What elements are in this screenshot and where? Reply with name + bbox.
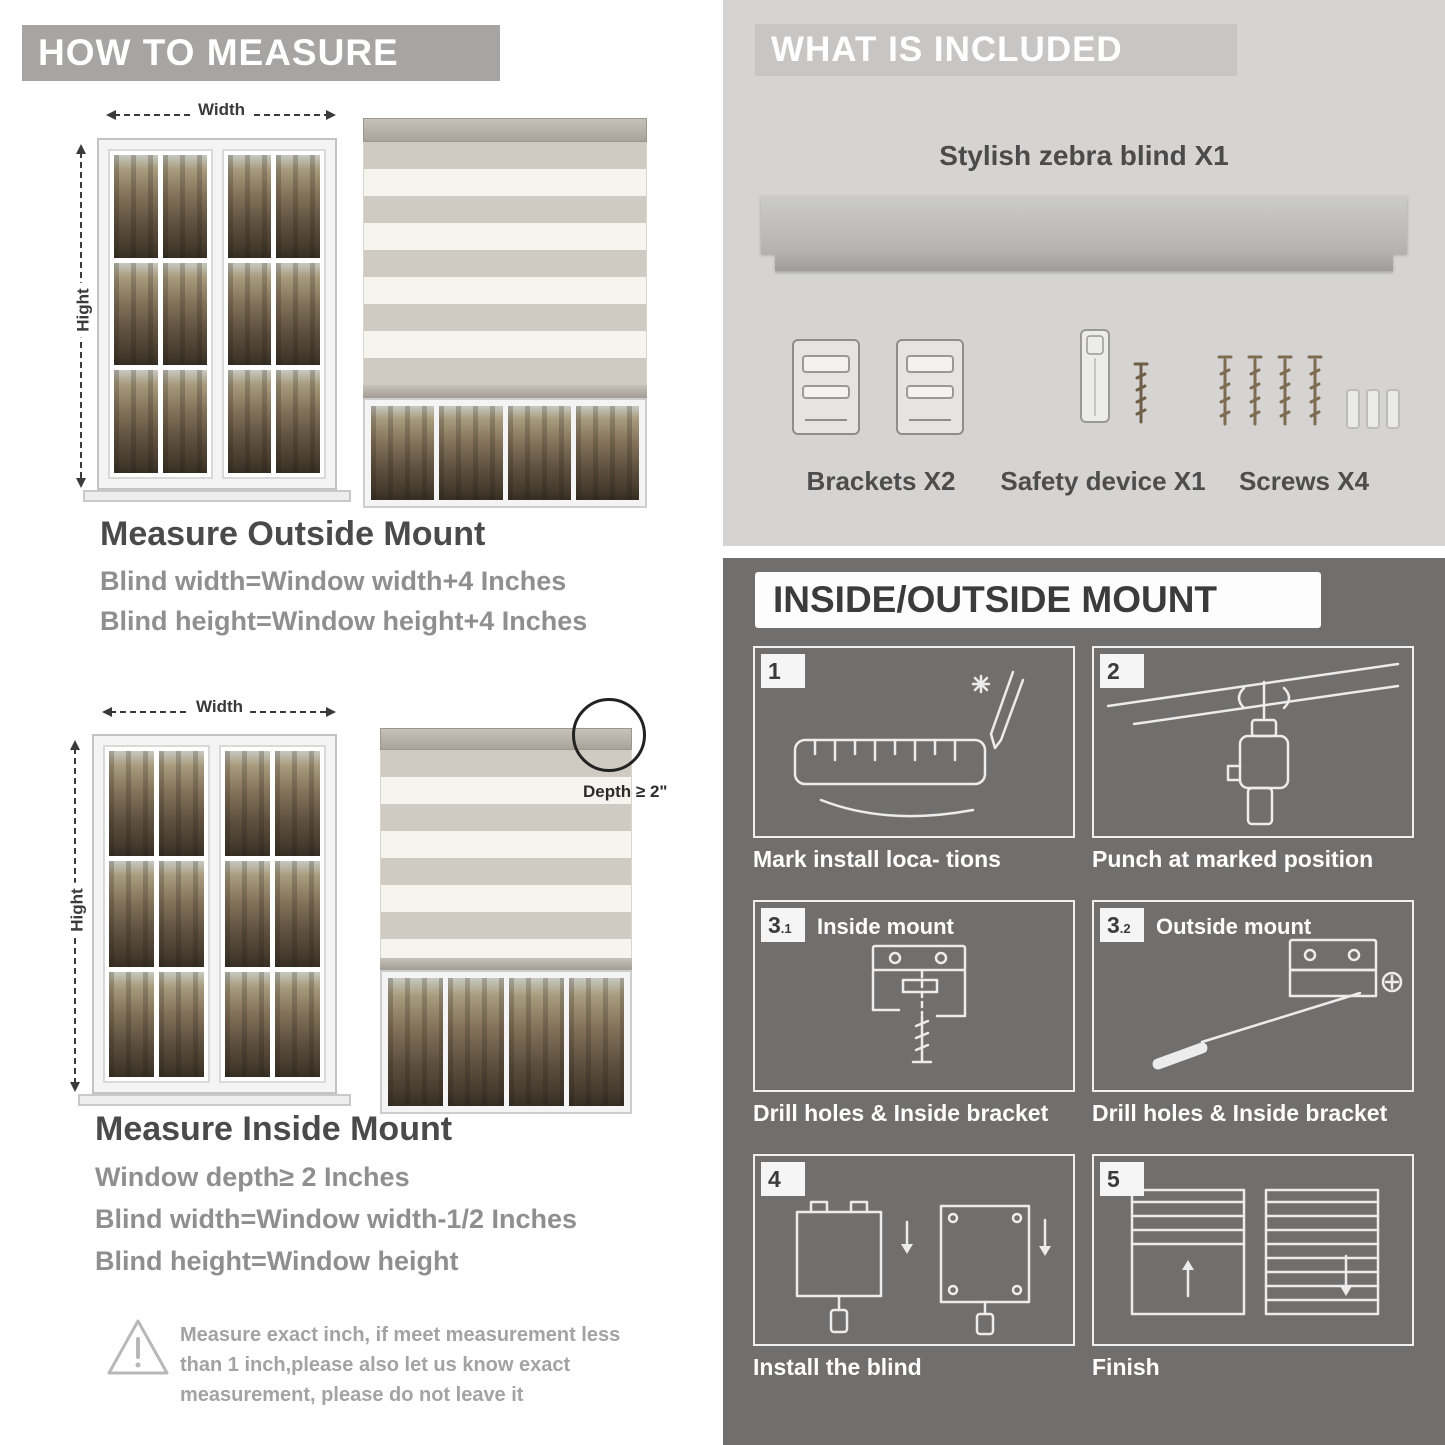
window-below-blind xyxy=(363,398,647,508)
width-label: Width xyxy=(190,697,250,717)
brackets-illustration xyxy=(792,339,964,435)
inside-mount-title: Measure Inside Mount xyxy=(95,1110,453,1148)
height-label: Hight xyxy=(67,882,88,938)
window-illustration-outside xyxy=(83,138,351,502)
safety-device-label: Safety device X1 xyxy=(1000,466,1206,496)
what-is-included-section: WHAT IS INCLUDED Stylish zebra blind X1 xyxy=(723,0,1445,546)
step-panel-3-1: 3.1 Inside mount xyxy=(753,900,1075,1092)
step-caption-5: Finish xyxy=(1092,1354,1160,1380)
outside-mount-line1: Blind width=Window width+4 Inches xyxy=(100,566,567,596)
step-caption-3-2: Drill holes & Inside bracket xyxy=(1092,1100,1388,1126)
step-panel-3-2: 3.2 Outside mount xyxy=(1092,900,1414,1092)
what-is-included-header: WHAT IS INCLUDED xyxy=(755,24,1237,76)
mount-header: INSIDE/OUTSIDE MOUNT xyxy=(755,572,1321,628)
zebra-blind-illustration-outside xyxy=(363,118,647,508)
step-panel-4: 4 xyxy=(753,1154,1075,1346)
depth-callout-circle xyxy=(572,698,646,772)
inside-mount-line3: Blind height=Window height xyxy=(95,1246,459,1276)
outside-mount-line2: Blind height=Window height+4 Inches xyxy=(100,606,588,636)
window-sill xyxy=(83,490,351,502)
blind-cassette xyxy=(363,118,647,142)
blind-headrail-lip xyxy=(775,254,1393,271)
window-illustration-inside xyxy=(78,734,351,1106)
window-frame xyxy=(92,734,337,1094)
step-badge: 1 xyxy=(761,654,805,688)
note-line3: measurement, please do not leave it xyxy=(180,1384,524,1406)
width-arrow xyxy=(106,110,336,120)
window-sash xyxy=(108,149,213,479)
blind-stripes xyxy=(363,142,647,385)
blind-product-label: Stylish zebra blind X1 xyxy=(939,140,1229,171)
width-arrow xyxy=(102,707,336,717)
step-caption-3-1: Drill holes & Inside bracket xyxy=(753,1100,1049,1126)
step-panel-1: 1 xyxy=(753,646,1075,838)
window-pane xyxy=(114,155,158,258)
safety-device-illustration xyxy=(1080,329,1149,424)
width-label: Width xyxy=(192,100,252,120)
depth-callout-label: Depth ≥ 2" xyxy=(583,782,668,801)
warning-icon xyxy=(107,1319,169,1375)
blind-bottom-rail xyxy=(380,958,632,970)
inside-mount-line1: Window depth≥ 2 Inches xyxy=(95,1162,410,1192)
install-blind-illustration xyxy=(795,1200,1051,1336)
brackets-label: Brackets X2 xyxy=(806,466,956,496)
step-caption-4: Install the blind xyxy=(753,1354,922,1380)
window-sill xyxy=(78,1094,351,1106)
step-badge: 5 xyxy=(1100,1162,1144,1196)
step-badge: 4 xyxy=(761,1162,805,1196)
window-sash xyxy=(221,149,326,479)
step-panel-5: 5 xyxy=(1092,1154,1414,1346)
outside-mount-title: Measure Outside Mount xyxy=(100,515,486,553)
outside-bracket-illustration xyxy=(1152,938,1403,1070)
how-to-measure-header: HOW TO MEASURE xyxy=(22,25,500,81)
step-badge: 3.2 xyxy=(1100,908,1144,942)
window-below-blind xyxy=(380,970,632,1114)
window-frame xyxy=(97,138,337,490)
step-panel-2: 2 xyxy=(1092,646,1414,838)
blind-headrail-illustration xyxy=(761,196,1407,254)
mark-location-illustration xyxy=(793,670,1025,818)
blind-stripes xyxy=(380,750,632,958)
zebra-blind-illustration-inside xyxy=(380,728,632,1114)
drill-illustration xyxy=(1106,662,1400,826)
height-arrow xyxy=(70,740,80,1092)
measure-note: Measure exact inch, if meet measurement … xyxy=(180,1320,620,1410)
mount-section: INSIDE/OUTSIDE MOUNT 1 Mark install loca… xyxy=(723,558,1445,1445)
finish-illustration xyxy=(1130,1188,1380,1316)
note-line2: than 1 inch,please also let us know exac… xyxy=(180,1354,571,1376)
outside-mount-label: Outside mount xyxy=(1156,914,1312,939)
screws-label: Screws X4 xyxy=(1238,466,1370,496)
inside-bracket-illustration xyxy=(871,944,967,1064)
step-caption-1: Mark install loca- tions xyxy=(753,846,1001,872)
height-label: Hight xyxy=(73,282,94,338)
blind-bottom-rail xyxy=(363,385,647,398)
step-badge: 2 xyxy=(1100,654,1144,688)
step-caption-2: Punch at marked position xyxy=(1092,846,1374,872)
inside-mount-line2: Blind width=Window width-1/2 Inches xyxy=(95,1204,578,1234)
step-badge: 3.1 xyxy=(761,908,805,942)
inside-mount-label: Inside mount xyxy=(817,914,954,939)
screws-illustration xyxy=(1217,355,1400,429)
note-line1: Measure exact inch, if meet measurement … xyxy=(180,1324,621,1346)
